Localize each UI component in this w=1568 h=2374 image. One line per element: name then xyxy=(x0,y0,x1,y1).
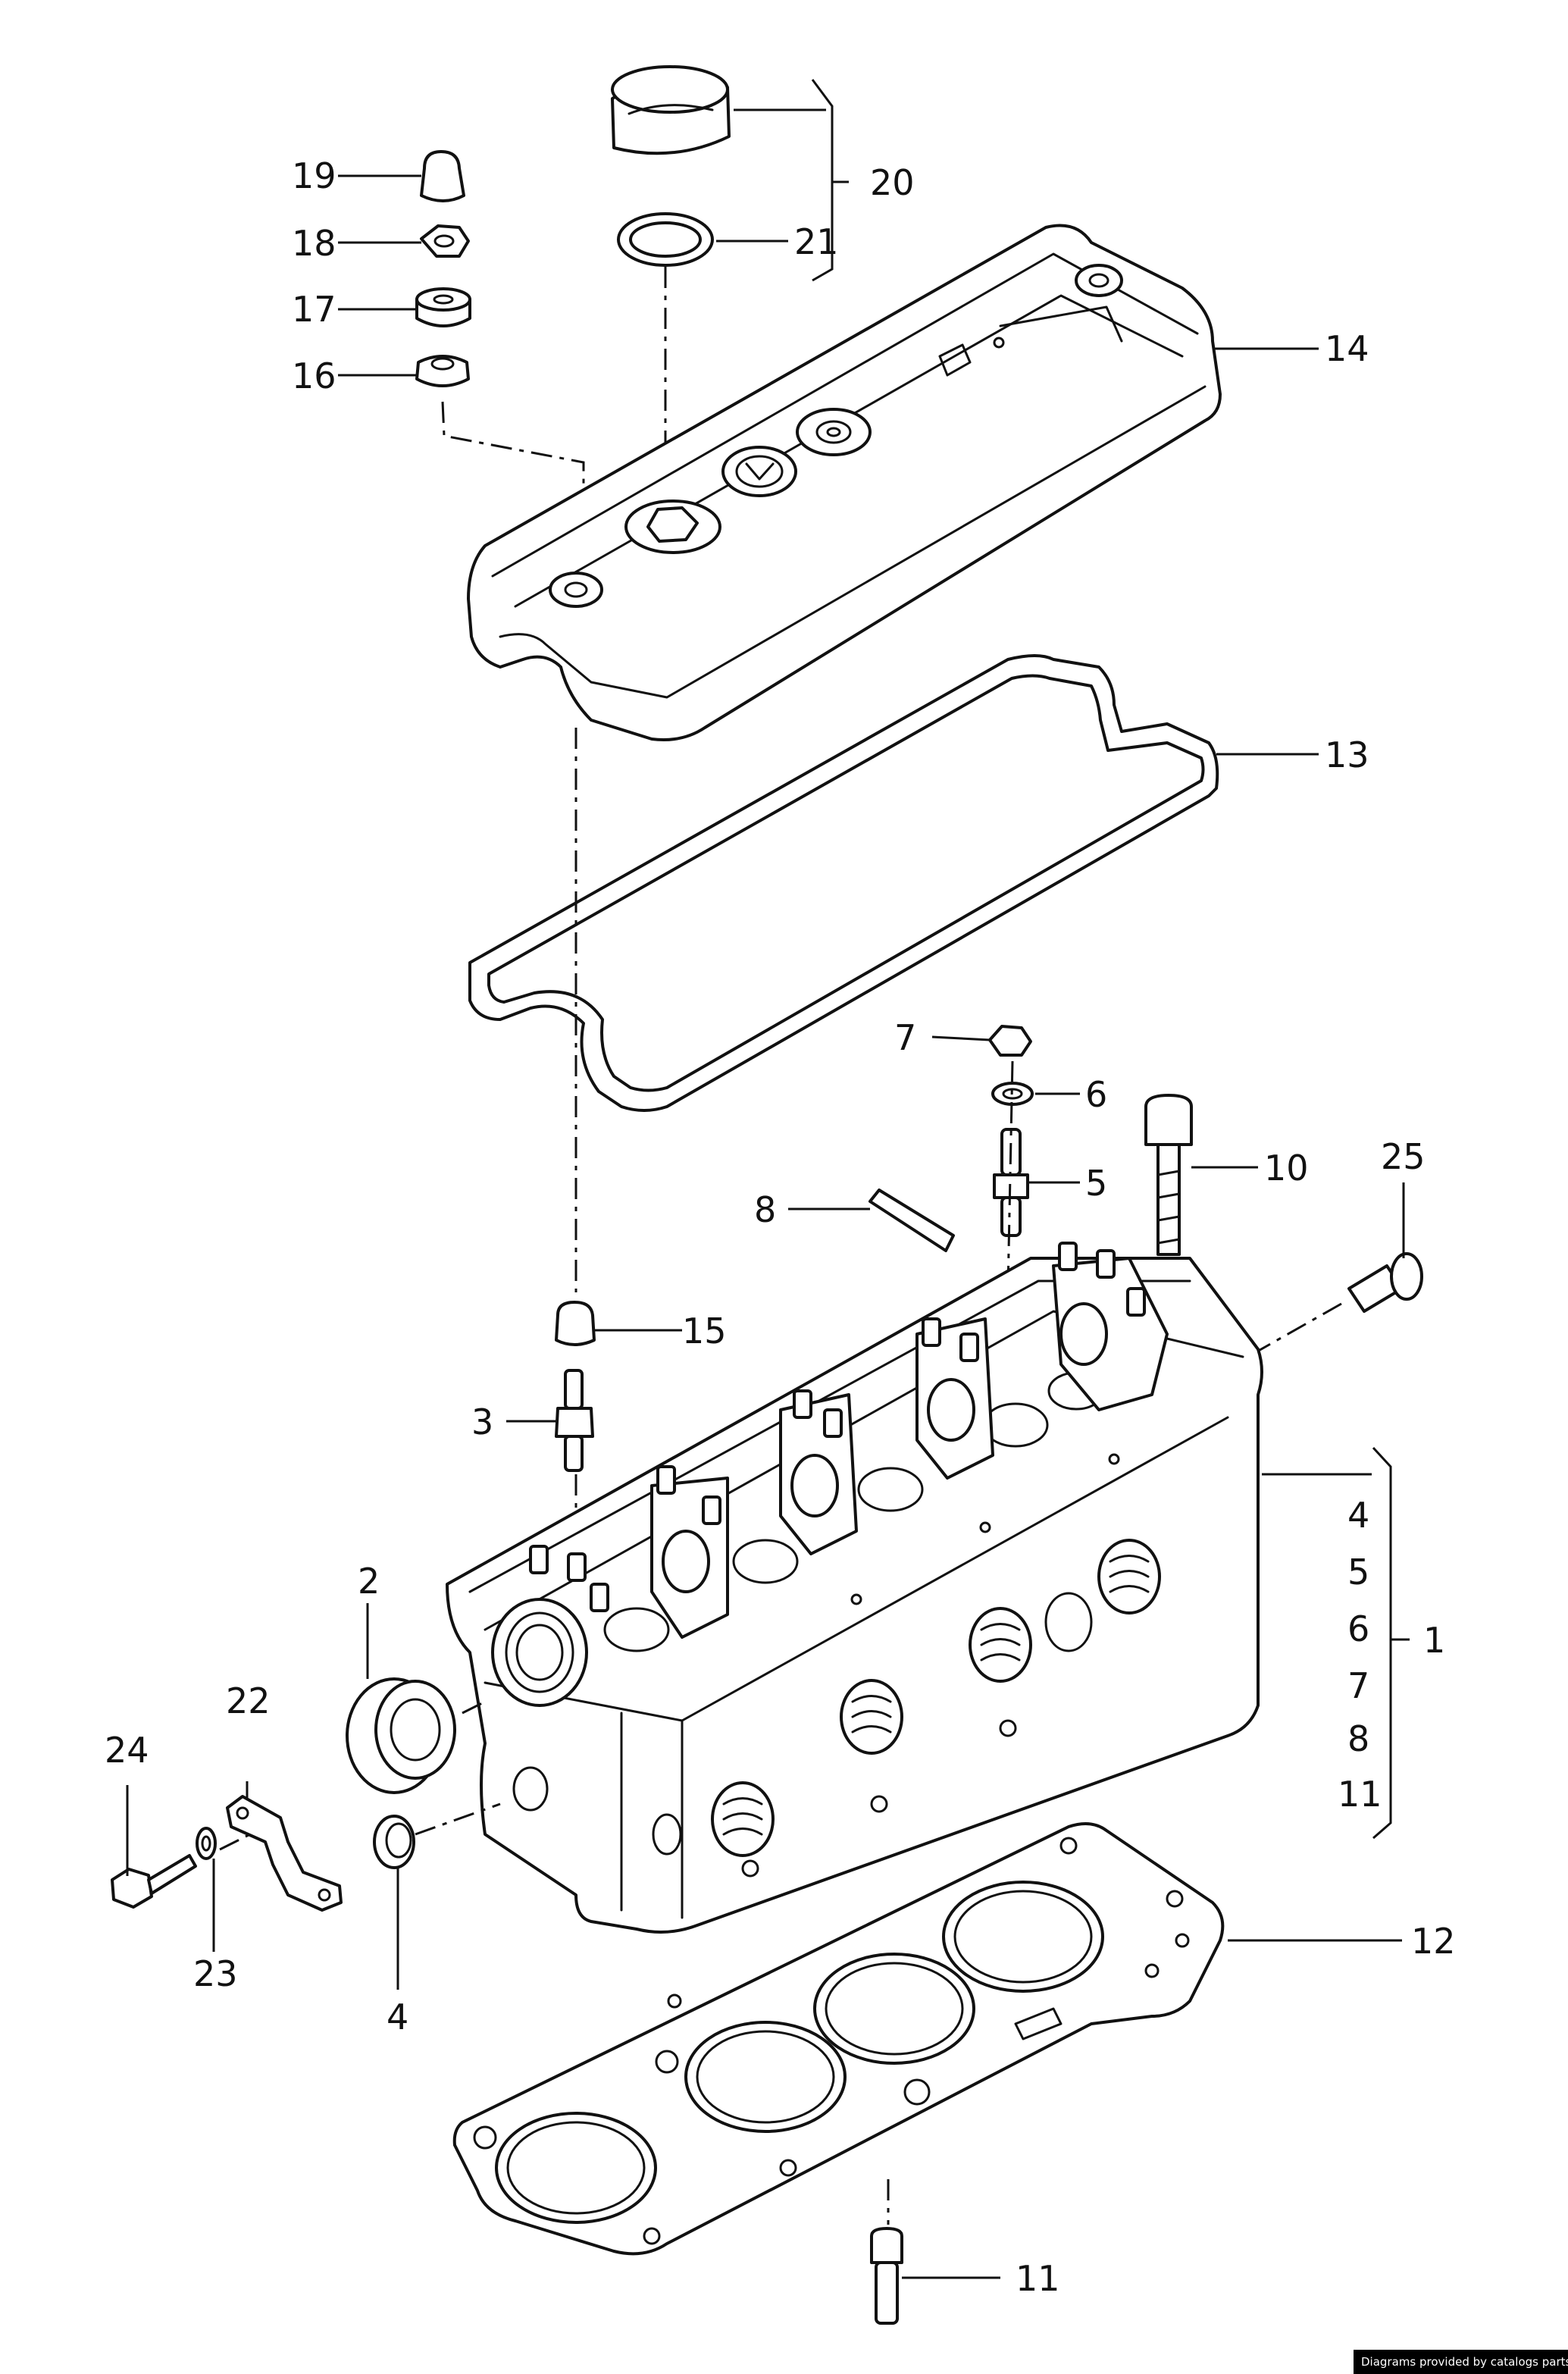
label-18: 18 xyxy=(292,223,336,264)
bolt-24 xyxy=(111,1854,197,1909)
washer-23 xyxy=(196,1827,217,1860)
head-bolt-11 xyxy=(870,2227,903,2325)
washer-rubber xyxy=(415,287,471,327)
oil-filler-cap xyxy=(611,65,731,155)
label-14: 14 xyxy=(1325,328,1369,369)
cover-gasket xyxy=(468,654,1219,1112)
label-6-top: 6 xyxy=(1085,1074,1107,1115)
label-16: 16 xyxy=(292,355,336,396)
label-7-group: 7 xyxy=(1347,1665,1369,1706)
credit-banner: Diagrams provided by catalogs parts xyxy=(1354,2350,1568,2374)
label-2: 2 xyxy=(358,1561,380,1602)
label-24: 24 xyxy=(105,1730,149,1771)
label-6-group: 6 xyxy=(1347,1608,1369,1649)
leader-lines xyxy=(126,79,1410,2279)
label-5-top: 5 xyxy=(1085,1163,1107,1204)
head-gasket xyxy=(452,1822,1225,2256)
cylinder-head-cover xyxy=(467,224,1222,741)
plug-25 xyxy=(1347,1252,1423,1313)
label-3: 3 xyxy=(471,1402,493,1442)
bolt-10 xyxy=(1144,1094,1193,1256)
label-13: 13 xyxy=(1325,734,1369,775)
filler-cap-seal xyxy=(617,212,714,267)
oil-seal-2 xyxy=(346,1677,456,1794)
label-11-group: 11 xyxy=(1338,1774,1382,1815)
seal-4 xyxy=(373,1815,415,1869)
label-21: 21 xyxy=(794,221,839,262)
label-15: 15 xyxy=(682,1311,727,1351)
label-8-group: 8 xyxy=(1347,1718,1369,1759)
hex-nut xyxy=(420,224,470,258)
cap-nut-15 xyxy=(555,1301,596,1346)
cap-nut-cover xyxy=(420,150,465,202)
label-12: 12 xyxy=(1411,1921,1456,1962)
label-23: 23 xyxy=(193,1953,238,1994)
label-5-group: 5 xyxy=(1347,1552,1369,1593)
label-20: 20 xyxy=(870,162,915,203)
label-22: 22 xyxy=(226,1680,271,1721)
label-8-top: 8 xyxy=(754,1189,776,1230)
label-11-bottom: 11 xyxy=(1016,2258,1060,2299)
label-10: 10 xyxy=(1264,1148,1309,1189)
label-17: 17 xyxy=(292,289,336,330)
label-4-group: 4 xyxy=(1347,1495,1369,1536)
label-25: 25 xyxy=(1381,1136,1426,1177)
credit-text: Diagrams provided by catalogs parts xyxy=(1361,2355,1568,2369)
cylinder-head xyxy=(446,1242,1263,1934)
label-1: 1 xyxy=(1423,1620,1445,1661)
stud-3 xyxy=(555,1369,594,1472)
label-4-bottom: 4 xyxy=(387,1997,408,2037)
bracket-22 xyxy=(226,1795,343,1912)
label-19: 19 xyxy=(292,155,336,196)
label-7-top: 7 xyxy=(894,1017,916,1058)
nut-7 xyxy=(988,1025,1032,1057)
callout-labels: 20 21 19 18 17 16 14 13 7 6 5 10 8 25 15… xyxy=(105,155,1456,2299)
stud-8 xyxy=(869,1189,955,1252)
grommet xyxy=(415,355,470,387)
